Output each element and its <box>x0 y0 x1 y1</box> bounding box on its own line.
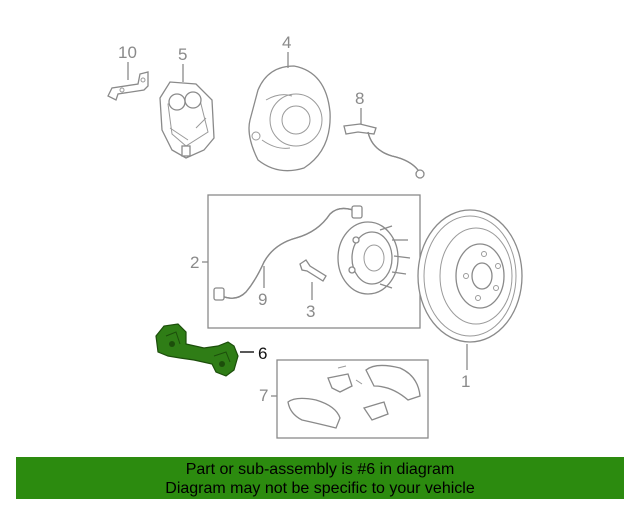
part-1-rotor <box>417 209 523 343</box>
callout-3: 3 <box>306 302 315 321</box>
part-8-brake-hose <box>343 123 425 179</box>
callout-6: 6 <box>258 344 267 363</box>
banner-line-2: Diagram may not be specific to your vehi… <box>165 480 475 497</box>
part-10-bracket <box>107 71 149 101</box>
callout-5: 5 <box>178 45 187 64</box>
banner-line-1: Part or sub-assembly is #6 in diagram <box>185 461 455 478</box>
part-7-group-box <box>276 359 429 439</box>
callout-9: 9 <box>258 290 267 309</box>
part-4-splash-shield <box>248 65 331 172</box>
info-banner: Part or sub-assembly is #6 in diagram Di… <box>16 457 624 499</box>
parts-diagram: 10 5 4 8 2 9 <box>107 33 523 439</box>
callout-2: 2 <box>190 253 199 272</box>
callout-7: 7 <box>259 386 268 405</box>
part-6-caliper-bracket <box>155 323 239 377</box>
part-3-bolt <box>299 259 327 282</box>
callout-1: 1 <box>461 372 470 391</box>
callout-8: 8 <box>355 89 364 108</box>
part-9-speed-sensor <box>213 205 363 301</box>
part-5-caliper <box>159 81 215 159</box>
part-7-brake-pads <box>287 364 421 429</box>
hub-assembly <box>337 221 411 295</box>
callout-4: 4 <box>282 33 291 52</box>
callout-10: 10 <box>118 43 137 62</box>
